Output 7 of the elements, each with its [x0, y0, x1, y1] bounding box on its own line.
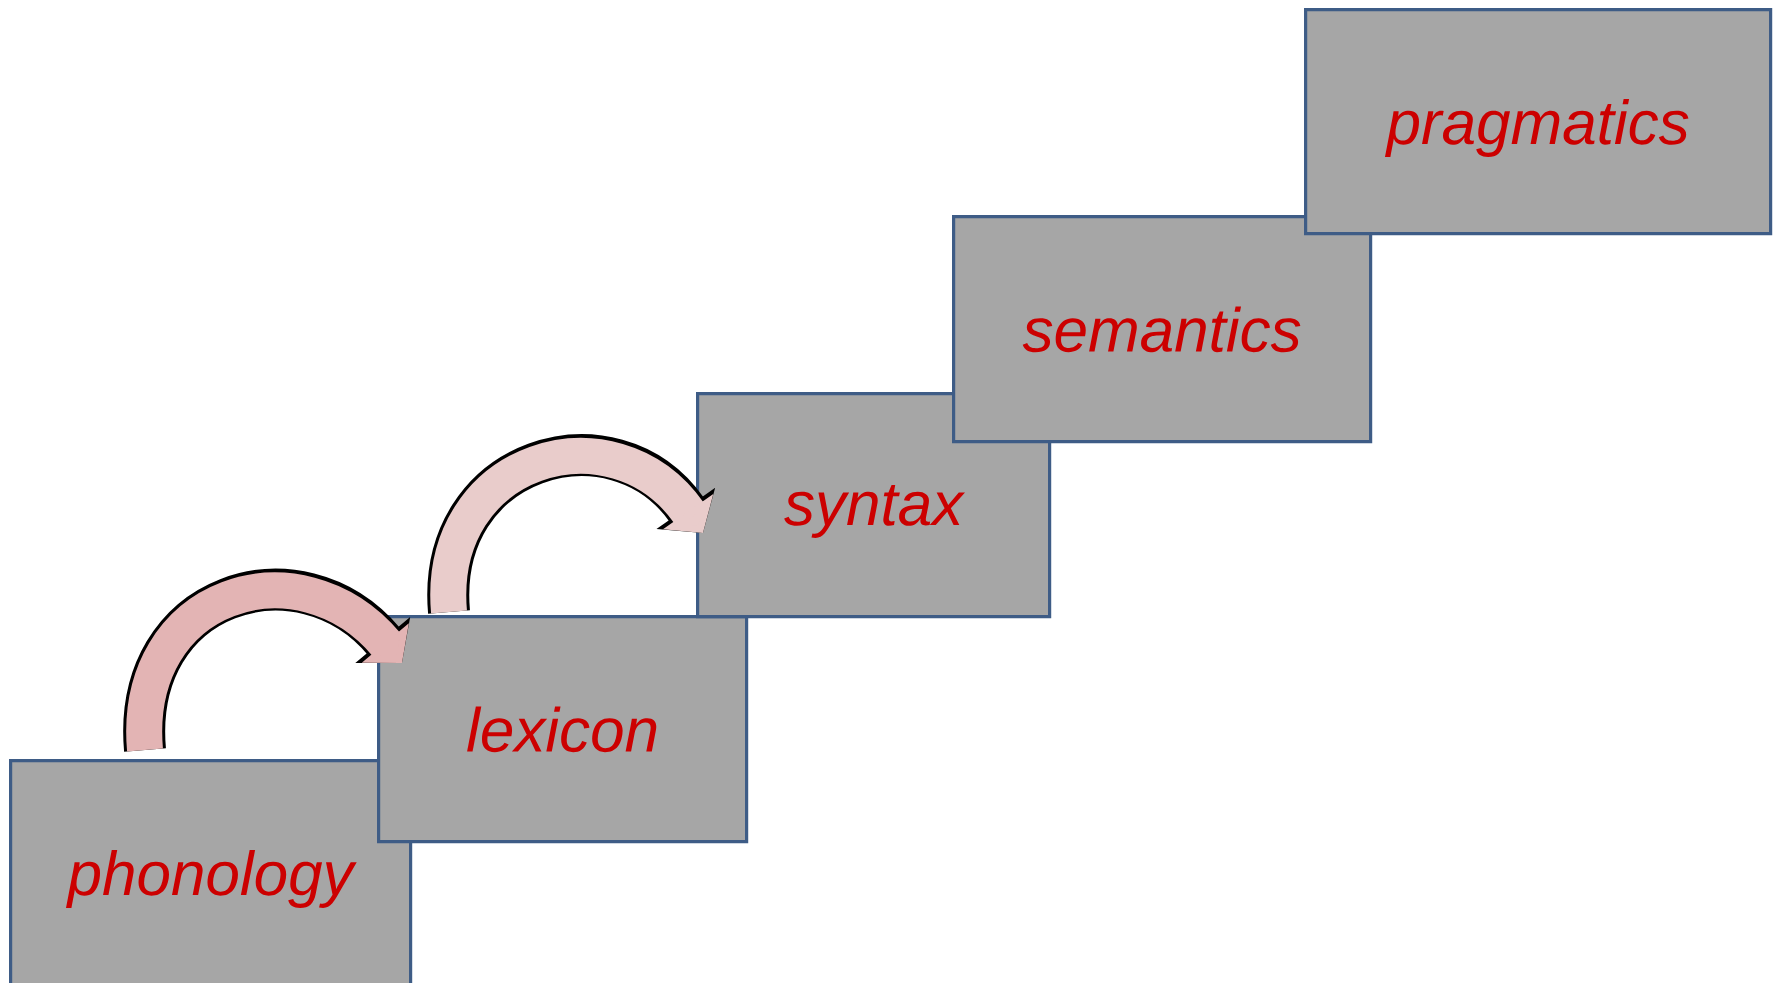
stair-box: syntax: [696, 391, 1052, 619]
curved-arrow: [124, 569, 411, 751]
stair-box: semantics: [952, 215, 1373, 444]
stair-box: pragmatics: [1304, 8, 1773, 236]
stair-box: phonology: [9, 759, 413, 983]
stair-box: lexicon: [377, 615, 749, 844]
curved-arrow: [428, 434, 716, 613]
